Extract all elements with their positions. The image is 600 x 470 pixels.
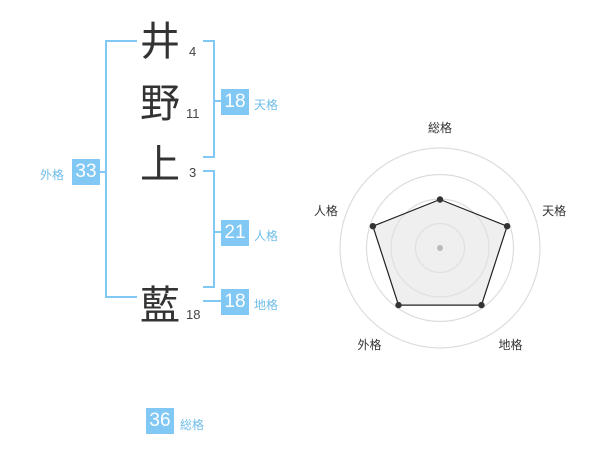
radar-ring-4: [339, 147, 541, 349]
radar-center: [437, 245, 443, 251]
name-char-3: 上: [140, 142, 180, 188]
jinkaku-value: 21: [221, 220, 249, 246]
radar-label-4: 人格: [314, 203, 338, 218]
name-char-1: 井: [140, 19, 180, 65]
gaikaku-connector: [100, 171, 106, 173]
stroke-count-4: 18: [186, 307, 201, 322]
radar-label-2: 地格: [498, 337, 522, 352]
tenkaku-value: 18: [221, 89, 249, 115]
radar-label-0: 総格: [428, 120, 452, 135]
chikaku-value: 18: [221, 289, 249, 315]
chikaku-label: 地格: [254, 298, 279, 312]
radar-polygon-group: [372, 198, 508, 306]
radar-points: [369, 196, 511, 309]
radar-polygon: [372, 198, 508, 306]
tenkaku-bracket: [203, 40, 215, 158]
stroke-count-3: 3: [189, 165, 197, 180]
gaikaku-value: 33: [72, 159, 100, 185]
gaikaku-label: 外格: [40, 168, 65, 182]
radar-point-2: [478, 301, 485, 309]
jinkaku-label: 人格: [254, 229, 279, 243]
radar-center-dot: [437, 245, 443, 251]
radar-point-3: [395, 301, 402, 309]
stroke-count-1: 4: [189, 44, 197, 59]
radar-point-0: [436, 196, 444, 203]
radar-label-1: 天格: [542, 203, 566, 218]
radar-ring-3: [365, 173, 515, 323]
stroke-count-2: 11: [186, 106, 200, 121]
soukaku-value: 36: [146, 408, 174, 434]
soukaku-label: 総格: [180, 418, 205, 432]
jinkaku-connector: [215, 231, 221, 233]
radar-point-4: [369, 222, 377, 230]
jinkaku-bracket: [203, 170, 215, 288]
chikaku-connector: [203, 300, 221, 302]
tenkaku-connector: [215, 100, 221, 102]
name-char-4: 藍: [140, 283, 180, 329]
name-char-2: 野: [140, 81, 180, 127]
radar-label-3: 外格: [357, 337, 381, 352]
tenkaku-label: 天格: [254, 98, 279, 112]
gaikaku-bracket: [105, 40, 137, 298]
radar-point-1: [503, 222, 511, 230]
